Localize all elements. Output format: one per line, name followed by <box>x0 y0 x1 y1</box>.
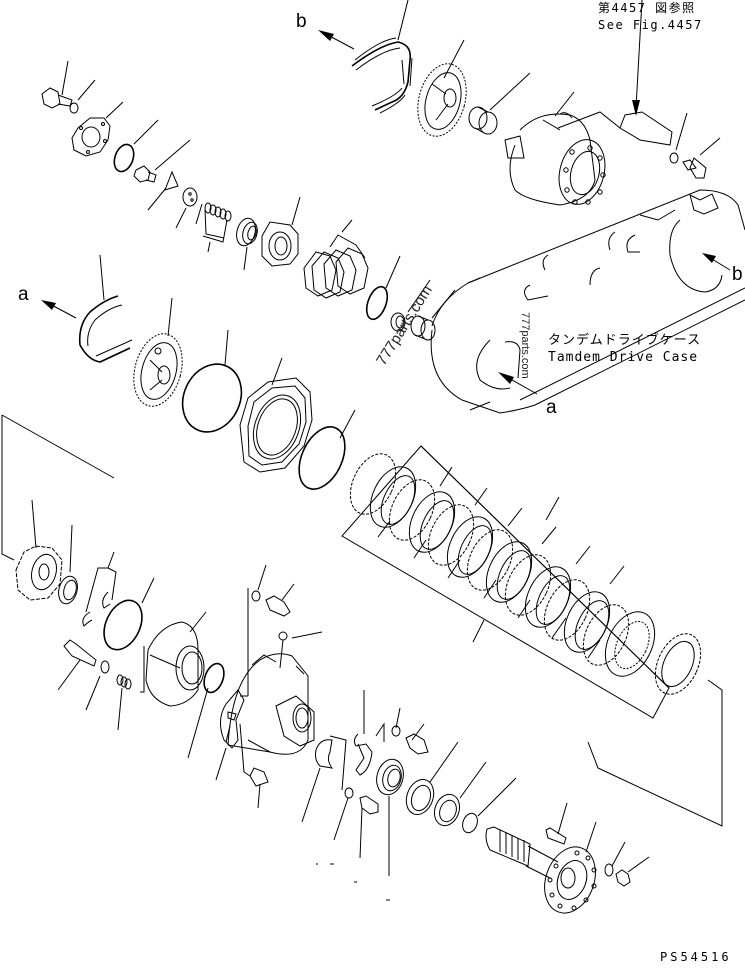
callout-letter-b-right: b <box>732 264 743 285</box>
retainer-disc-part <box>175 187 198 229</box>
figure-code: PS54516 <box>660 950 732 964</box>
arrow-b-top <box>318 30 355 50</box>
reference-note-english: See Fig.4457 <box>598 18 703 32</box>
snap-ring-set-part <box>82 551 117 627</box>
o-ring-small-part <box>113 119 159 173</box>
o-ring-shaft-part <box>462 777 517 834</box>
o-ring-lower-part <box>103 577 155 651</box>
washer-lower-mid2-part <box>333 787 354 841</box>
bolt-lower-mid2-part <box>359 795 379 859</box>
o-ring-large-2-part <box>298 409 356 490</box>
final-drive-hub-part <box>504 91 606 206</box>
o-ring-piston-part <box>187 662 225 759</box>
reference-note-japanese: 第4457 図参照 <box>598 1 696 15</box>
callout-letter-a-left: a <box>18 284 29 305</box>
bolt-upper-left-part <box>41 60 73 109</box>
assembly-label-english: Tamdem Drive Case <box>548 350 699 365</box>
breather-part <box>278 631 323 669</box>
nut-flange-part <box>615 856 650 887</box>
arrow-b-right <box>702 253 731 271</box>
bolt-housing-part <box>265 583 295 617</box>
shim-set-part <box>303 219 369 299</box>
arrow-a-left <box>41 300 77 319</box>
piston-part <box>145 611 207 707</box>
clutch-disc-pack-part <box>341 445 723 827</box>
guard-bracket-part <box>557 0 673 146</box>
washer-upper-right-part <box>669 112 688 164</box>
callout-letter-b-top: b <box>296 11 307 32</box>
o-ring-large-1-part <box>181 329 243 433</box>
spring-set-part <box>195 202 232 253</box>
watermark-vertical: 777parts.com <box>519 312 531 379</box>
bolt-lower-mid-part <box>405 723 429 755</box>
bearing-small-part <box>236 217 258 271</box>
shim-plate-part <box>147 170 179 211</box>
bearing-lower-part <box>58 524 78 605</box>
callout-letter-a-bottom: a <box>546 397 557 418</box>
tandem-drive-case-part <box>430 189 745 414</box>
bolt-lower-left-part <box>57 639 97 691</box>
washer-housing-part <box>251 564 267 602</box>
lock-plate-part <box>353 690 385 776</box>
bolt-upper-right-part <box>682 137 721 179</box>
sprocket-upper-part <box>417 39 467 137</box>
cover-plate-part <box>71 101 124 157</box>
stud-bolt-part <box>545 802 568 845</box>
washer-upper-left-part <box>69 79 96 114</box>
sprocket-lower-part <box>133 297 183 407</box>
bearing-cage-part <box>261 196 301 267</box>
chain-a-part <box>78 254 133 363</box>
tick-marks <box>316 863 390 901</box>
washer-flange-part <box>604 841 626 877</box>
chain-b-part <box>351 0 413 114</box>
washer-lower-left-part <box>85 660 110 711</box>
seal-inner-part <box>433 761 487 827</box>
o-ring-mid-part <box>365 255 401 321</box>
arrow-a-case <box>498 372 538 395</box>
plug-part <box>133 139 191 183</box>
spline-gear-part <box>15 499 63 601</box>
washer-lower-mid-part <box>391 707 401 737</box>
drive-shaft-flange-part <box>485 821 597 914</box>
snap-ring-housing-part <box>301 735 347 823</box>
bolt-lower-housing-part <box>249 767 269 809</box>
seal-outer-part <box>405 741 459 815</box>
bracket-line-left <box>1 414 115 561</box>
bushing-mid-part <box>410 289 456 341</box>
seal-ring-part <box>390 279 431 332</box>
spring-lower-part <box>116 646 145 731</box>
bushing-upper-part <box>468 72 531 135</box>
plate-guard-part <box>215 689 251 781</box>
bearing-taper-part <box>376 758 404 876</box>
retainer-ring-large-part <box>239 357 313 473</box>
housing-part <box>227 588 315 755</box>
assembly-label-japanese: タンデムドライブケース <box>548 333 702 348</box>
